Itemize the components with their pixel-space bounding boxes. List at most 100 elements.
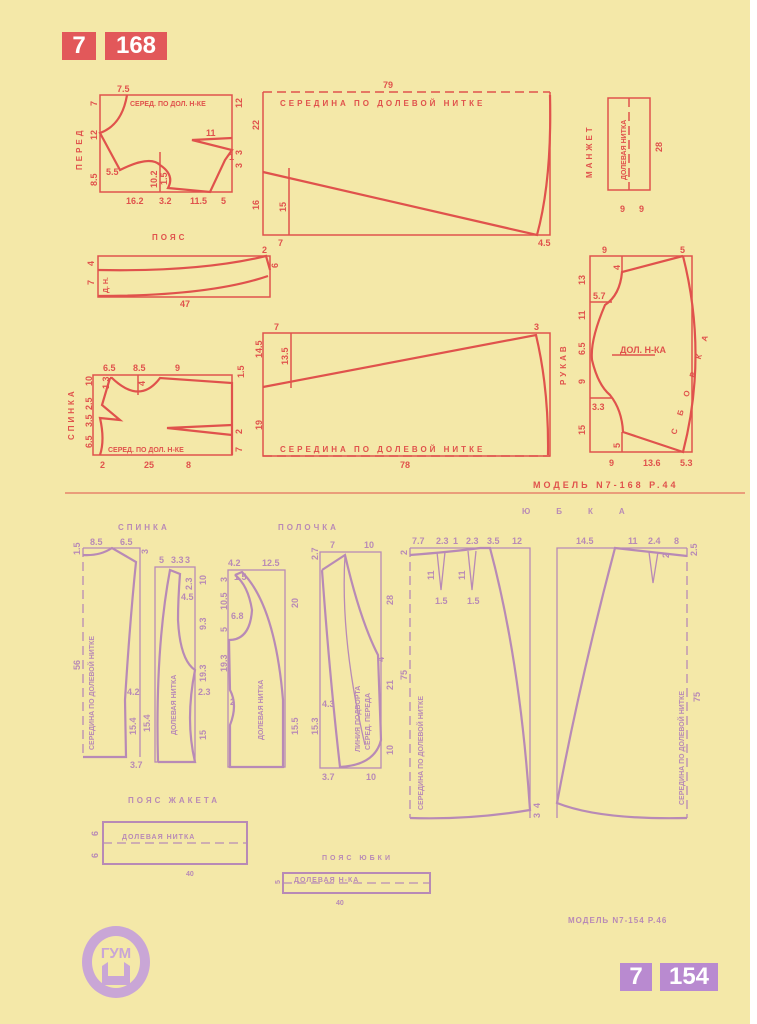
dimension: 10.2 bbox=[149, 170, 159, 188]
dimension: 5.3 bbox=[680, 458, 693, 468]
dimension: 40 bbox=[186, 871, 194, 878]
piece-rukav: РУКАВ ДОЛ. Н-КА СБОРКА 9 5 4 13 5.7 11 6… bbox=[559, 245, 714, 468]
polochka-grain-text: ДОЛЕВАЯ НИТКА bbox=[258, 680, 265, 740]
dimension: 6.5 bbox=[120, 537, 133, 547]
rukav-label: РУКАВ bbox=[559, 343, 568, 385]
dimension: 3.3 bbox=[171, 555, 184, 565]
dimension: 1.5 bbox=[236, 365, 246, 378]
dimension: 3.2 bbox=[159, 196, 172, 206]
piece-yubka-front: СЕРЕДИНА ПО ДОЛЕВОЙ НИТКЕ 14.5 11 2.4 8 … bbox=[555, 536, 702, 820]
dimension: 4.5 bbox=[181, 592, 194, 602]
dimension: 7 bbox=[278, 238, 283, 248]
dimension: 1 bbox=[453, 536, 458, 546]
dimension: 9 bbox=[620, 204, 625, 214]
dimension: 8 bbox=[186, 460, 191, 470]
dimension: 1.5 bbox=[72, 542, 82, 555]
piece-panel-bottom: СЕРЕДИНА ПО ДОЛЕВОЙ НИТКЕ 7 3 14.5 13.5 … bbox=[254, 322, 551, 470]
dimension: 4 bbox=[612, 265, 622, 270]
dimension: 5 bbox=[219, 627, 229, 632]
label-poyas-zhaketa: ПОЯС ЖАКЕТА bbox=[128, 796, 220, 805]
dimension: 10 bbox=[385, 745, 395, 755]
dimension: 15.5 bbox=[290, 717, 300, 735]
dimension: 7.7 bbox=[412, 536, 425, 546]
dimension: 6 bbox=[270, 263, 280, 268]
piece-polochka: ДОЛЕВАЯ НИТКА 4.2 12.5 3 1.5 10.5 6.8 5 … bbox=[219, 558, 320, 769]
dimension: 40 bbox=[336, 900, 344, 907]
dimension: 4 bbox=[376, 657, 386, 662]
dimension: 8 bbox=[674, 536, 679, 546]
dimension: 2.5 bbox=[689, 543, 699, 556]
dimension: 12 bbox=[512, 536, 522, 546]
header-badge-number: 168 bbox=[105, 32, 167, 60]
dimension: 5 bbox=[159, 555, 164, 565]
pered-grain-text: СЕРЕД. ПО ДОЛ. Н-КЕ bbox=[130, 101, 206, 108]
dimension: 8.5 bbox=[133, 363, 146, 373]
dimension: 9 bbox=[639, 204, 644, 214]
dimension: 2 bbox=[661, 553, 671, 558]
dimension: 2.3 bbox=[198, 687, 211, 697]
poyas-grain-text: Д. Н. bbox=[103, 277, 110, 293]
dimension: 2.3 bbox=[184, 577, 194, 590]
dimension: 7 bbox=[330, 540, 335, 550]
dimension: 19.3 bbox=[198, 664, 208, 682]
panel-bottom-grain-text: СЕРЕДИНА ПО ДОЛЕВОЙ НИТКЕ bbox=[280, 445, 485, 454]
dimension: 15.4 bbox=[128, 717, 138, 735]
header-badge-series: 7 bbox=[62, 32, 96, 60]
dimension: 5.7 bbox=[593, 291, 606, 301]
dimension: 2 bbox=[230, 697, 235, 707]
dimension: 78 bbox=[400, 460, 410, 470]
label-poyas-yubki: ПОЯС ЮБКИ bbox=[322, 855, 393, 862]
dimension: 79 bbox=[383, 80, 393, 90]
piece-manzhet: МАНЖЕТ ДОЛЕВАЯ НИТКА 28 9 9 bbox=[585, 97, 664, 214]
dimension: 9 bbox=[602, 245, 607, 255]
dimension: 3 bbox=[532, 813, 542, 818]
poyas-zhaketa-grain-text: ДОЛЕВАЯ НИТКА bbox=[122, 834, 195, 841]
label-polochka: ПОЛОЧКА bbox=[278, 523, 339, 532]
dimension: 3.3 bbox=[592, 402, 605, 412]
dimension: 15 bbox=[198, 730, 208, 740]
dimension: 9 bbox=[175, 363, 180, 373]
dimension: 1.5 bbox=[467, 596, 480, 606]
dimension: 1.3 bbox=[101, 376, 111, 389]
manzhet-label: МАНЖЕТ bbox=[585, 124, 594, 178]
piece-yubka-back: СЕРЕДИНА ПО ДОЛЕВОЙ НИТКЕ 7.7 2.3 1 2.3 … bbox=[399, 536, 542, 820]
piece-poyas: ПОЯС 4 7 Д. Н. 47 2 6 bbox=[86, 233, 280, 309]
dimension: 2.7 bbox=[310, 547, 320, 560]
footer-badge-series: 7 bbox=[620, 963, 652, 991]
dimension: 5 bbox=[680, 245, 685, 255]
spinka-grain-text: СЕРЕД. ПО ДОЛ. Н-КЕ bbox=[108, 447, 184, 454]
dimension: 7 bbox=[234, 447, 244, 452]
dimension: 2.5 bbox=[84, 397, 94, 410]
piece-spinka: СПИНКА СЕРЕД. ПО ДОЛ. Н-КЕ 6.5 8.5 9 1.5… bbox=[67, 363, 246, 470]
dimension: 56 bbox=[72, 660, 82, 670]
dimension: 8.5 bbox=[89, 173, 99, 186]
dimension: 10 bbox=[366, 772, 376, 782]
dimension: 12 bbox=[234, 98, 244, 108]
dimension: 13 bbox=[577, 275, 587, 285]
manzhet-grain-text: ДОЛЕВАЯ НИТКА bbox=[621, 120, 628, 180]
dimension: 12 bbox=[89, 130, 99, 140]
dimension: 1.5 bbox=[159, 172, 169, 185]
dimension: 3.7 bbox=[130, 760, 143, 770]
dimension: 2 bbox=[234, 429, 244, 434]
dimension: 15.3 bbox=[310, 717, 320, 735]
dimension: 2 bbox=[100, 460, 105, 470]
dimension: 4 bbox=[532, 803, 542, 808]
dimension: 11 bbox=[577, 310, 587, 320]
dimension: 14.5 bbox=[254, 340, 264, 358]
dimension: 11.5 bbox=[190, 196, 207, 206]
dimension: 28 bbox=[654, 142, 664, 152]
yubka-back-grain-text: СЕРЕДИНА ПО ДОЛЕВОЙ НИТКЕ bbox=[416, 696, 425, 810]
piece-spinka-jacket: СЕРЕДИНА ПО ДОЛЕВОЙ НИТКЕ 8.5 6.5 1.5 3 … bbox=[72, 537, 150, 770]
dimension: 19.3 bbox=[219, 654, 229, 672]
dimension: 13.5 bbox=[280, 347, 290, 365]
dimension: 4.3 bbox=[322, 699, 335, 709]
piece-podbort: ЛИНИЯ ПОДБОРТА СЕРЕД. ПЕРЕДА 2.7 7 10 28… bbox=[310, 540, 395, 782]
dimension: 3 bbox=[219, 577, 229, 582]
dimension: 2.3 bbox=[466, 536, 479, 546]
dimension: 8.5 bbox=[90, 537, 103, 547]
dimension: 5 bbox=[612, 443, 622, 448]
dimension: 3 bbox=[140, 549, 150, 554]
